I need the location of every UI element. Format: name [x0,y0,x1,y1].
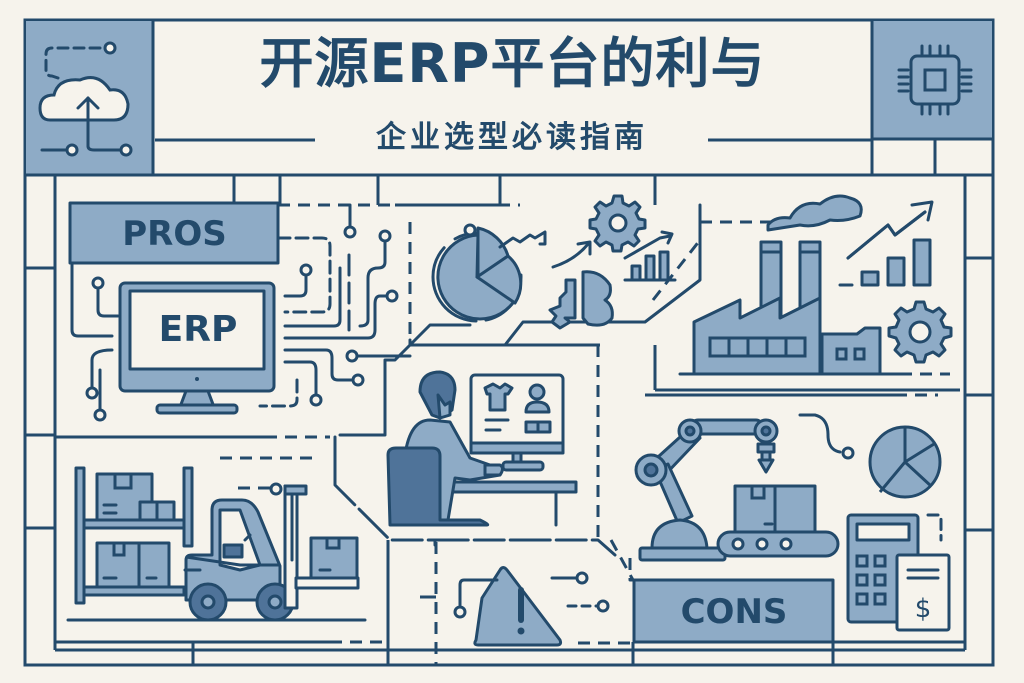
body-frame [23,173,995,667]
page-subtitle: 企业选型必读指南 [376,120,648,155]
svg-text:$: $ [915,594,932,624]
page-title: 开源ERP平台的利与 [259,32,766,95]
erp-monitor-label: ERP [158,309,238,350]
pros-label: PROS [122,214,227,254]
analytics-icons [408,194,702,347]
factory-icon [653,194,960,392]
cpu-chip-icon [897,44,973,116]
forklift-icon [55,435,390,665]
person-at-computer-icon [333,343,617,557]
cons-label: CONS [680,592,788,632]
cons-section [631,578,965,665]
cloud-upload-icon [38,41,133,157]
warning-section [420,539,636,665]
pros-section [68,201,520,422]
robot-arm-icon: $ [634,393,951,632]
